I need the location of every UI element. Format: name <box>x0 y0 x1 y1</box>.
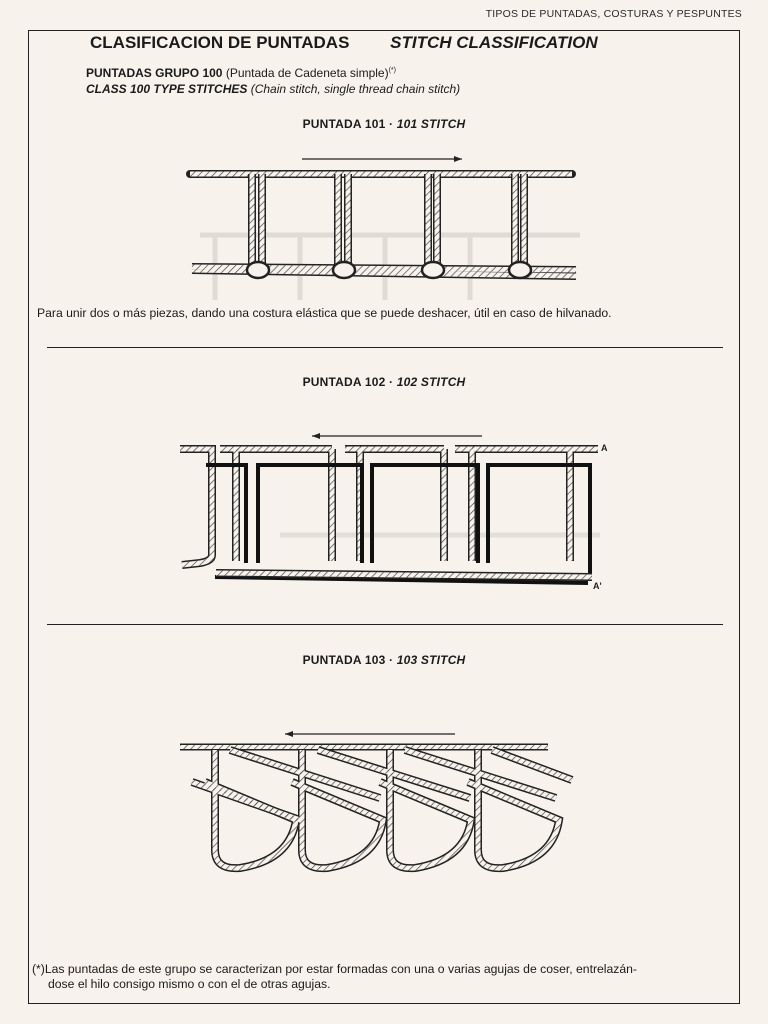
stitch-103-title-es: PUNTADA 103 · <box>302 653 397 667</box>
footnote: (*)Las puntadas de este grupo se caracte… <box>32 962 742 992</box>
page-frame <box>28 30 740 1004</box>
stitch-101-description: Para unir dos o más piezas, dando una co… <box>37 306 612 320</box>
solid-thread <box>206 463 592 585</box>
divider-rule <box>47 624 723 625</box>
title-spanish: CLASIFICACION DE PUNTADAS <box>90 33 350 52</box>
label-a: A <box>601 443 608 453</box>
direction-arrow <box>285 731 455 737</box>
footnote-line-1: (*)Las puntadas de este grupo se caracte… <box>32 962 637 976</box>
page-title: CLASIFICACION DE PUNTADAS STITCH CLASSIF… <box>90 33 690 53</box>
group-label-english: CLASS 100 TYPE STITCHES <box>86 82 248 96</box>
direction-arrow <box>312 433 482 439</box>
group-desc-english: (Chain stitch, single thread chain stitc… <box>247 82 461 96</box>
bottom-chain <box>191 260 577 280</box>
divider-rule <box>47 347 723 348</box>
stitch-102-diagram: A A' <box>180 433 608 591</box>
stitch-101-title-en: 101 STITCH <box>396 117 466 131</box>
chain-loops <box>190 746 574 873</box>
group-label-spanish: PUNTADAS GRUPO 100 <box>86 66 223 80</box>
label-a-prime: A' <box>593 581 602 591</box>
group-desc-spanish: (Puntada de Cadeneta simple) <box>222 66 389 80</box>
stitch-103-title: PUNTADA 103 · 103 STITCH <box>0 653 768 667</box>
bottom-thread <box>215 569 593 581</box>
stitch-103-diagram <box>180 731 574 873</box>
chain-loops <box>248 174 528 268</box>
stitch-103-title-en: 103 STITCH <box>396 653 466 667</box>
footnote-mark: (*) <box>388 67 396 74</box>
direction-arrow <box>302 156 462 162</box>
running-head: TIPOS DE PUNTADAS, COSTURAS Y PESPUNTES <box>485 8 742 20</box>
title-english: STITCH CLASSIFICATION <box>390 33 598 52</box>
group-heading-spanish: PUNTADAS GRUPO 100 (Puntada de Cadeneta … <box>86 66 396 80</box>
footnote-line-2: dose el hilo consigo mismo o con el de o… <box>48 977 331 991</box>
group-heading-english: CLASS 100 TYPE STITCHES (Chain stitch, s… <box>86 82 460 96</box>
stitch-102-title-en: 102 STITCH <box>396 375 466 389</box>
stitch-102-title: PUNTADA 102 · 102 STITCH <box>0 375 768 389</box>
stitch-101-diagram <box>186 156 580 300</box>
stitch-102-title-es: PUNTADA 102 · <box>302 375 397 389</box>
stitch-101-title-es: PUNTADA 101 · <box>302 117 397 131</box>
stitch-101-title: PUNTADA 101 · 101 STITCH <box>0 117 768 131</box>
